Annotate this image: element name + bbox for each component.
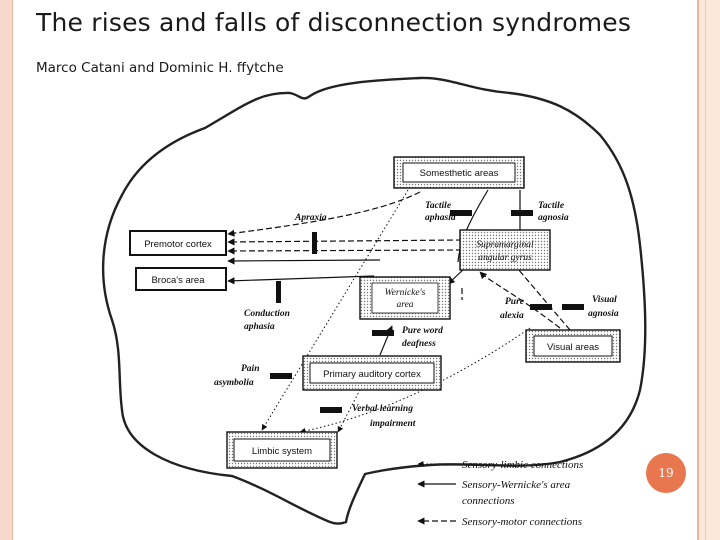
label-visual: Visual areas (547, 342, 599, 353)
label-primary-auditory: Primary auditory cortex (323, 369, 421, 380)
slide-authors: Marco Catani and Dominic H. ffytche (36, 60, 284, 76)
syndrome-conduction-line2: aphasia (244, 322, 275, 332)
label-supramarginal-2: angular gyrus (478, 253, 532, 263)
syndrome-tactile-agnosia-line2: agnosia (538, 213, 569, 223)
slide-left-border (0, 0, 13, 540)
marker-pain-asymbolia (270, 373, 292, 379)
area-wernicke: Wernicke's area (359, 276, 451, 320)
label-premotor: Premotor cortex (144, 239, 212, 250)
marker-visual-agnosia (562, 304, 584, 310)
legend-sensory-motor: Sensory-motor connections (462, 516, 582, 528)
syndrome-tactile-aphasia-line2: aphasia (425, 213, 456, 223)
syndrome-tactile-agnosia-line1: Tactile (538, 201, 565, 211)
syndrome-tactile-aphasia-line1: Tactile (425, 201, 452, 211)
marker-tactile-agnosia (511, 210, 533, 216)
marker-apraxia (312, 232, 317, 254)
legend-sensory-limbic: Sensory-limbic connections (462, 459, 583, 471)
label-wernicke-2: area (396, 300, 413, 310)
syndrome-pure-alexia-line1: Pure (505, 297, 525, 307)
syndrome-pain-asymbolia-line2: asymbolia (214, 378, 254, 388)
label-somesthetic: Somesthetic areas (420, 168, 499, 179)
area-limbic: Limbic system (226, 431, 338, 469)
syndrome-visual-agnosia-line2: agnosia (588, 309, 619, 319)
syndrome-verbal-learning-line2: impairment (370, 419, 416, 429)
slide-title: The rises and falls of disconnection syn… (36, 8, 632, 37)
sensory-limbic-connections (261, 189, 531, 434)
syndrome-pain-asymbolia-line1: Pain (241, 364, 259, 374)
marker-conduction (276, 281, 281, 303)
area-premotor: Premotor cortex (129, 230, 227, 256)
disconnection-markers (270, 210, 584, 413)
marker-pure-alexia (530, 304, 552, 310)
syndrome-pure-word-deafness-line2: deafness (402, 339, 436, 349)
syndrome-pure-alexia-line2: alexia (500, 311, 524, 321)
area-supramarginal: Supramarginal angular gyrus (459, 229, 551, 271)
syndrome-verbal-learning-line1: Verbal learning (352, 404, 413, 414)
area-primary-auditory: Primary auditory cortex (302, 355, 442, 391)
area-visual: Visual areas (525, 329, 621, 363)
slide-right-border-line (705, 0, 706, 540)
syndrome-visual-agnosia-line1: Visual (592, 295, 617, 305)
page-number-badge: 19 (646, 453, 686, 493)
area-somesthetic: Somesthetic areas (393, 156, 525, 189)
label-supramarginal-1: Supramarginal (476, 240, 534, 250)
label-limbic: Limbic system (252, 446, 312, 457)
area-broca: Broca's area (135, 267, 227, 291)
label-wernicke-1: Wernicke's (385, 288, 426, 298)
syndrome-pure-word-deafness-line1: Pure word (402, 326, 443, 336)
diagram-legend: Sensory-limbic connections Sensory-Werni… (417, 459, 583, 528)
syndrome-apraxia: Apraxia (294, 213, 327, 223)
sensory-motor-connections (227, 191, 571, 331)
marker-tactile-aphasia (450, 210, 472, 216)
sensory-wernicke-connections (227, 189, 521, 356)
brain-outline (101, 76, 647, 525)
legend-sensory-wernicke-line1: Sensory-Wernicke's area (462, 479, 571, 491)
label-broca: Broca's area (151, 275, 205, 286)
marker-pure-word-deafness (372, 330, 394, 336)
slide-right-border (697, 0, 720, 540)
legend-sensory-wernicke-line2: connections (462, 495, 515, 507)
marker-verbal-learning (320, 407, 342, 413)
syndrome-conduction-line1: Conduction (244, 309, 290, 319)
